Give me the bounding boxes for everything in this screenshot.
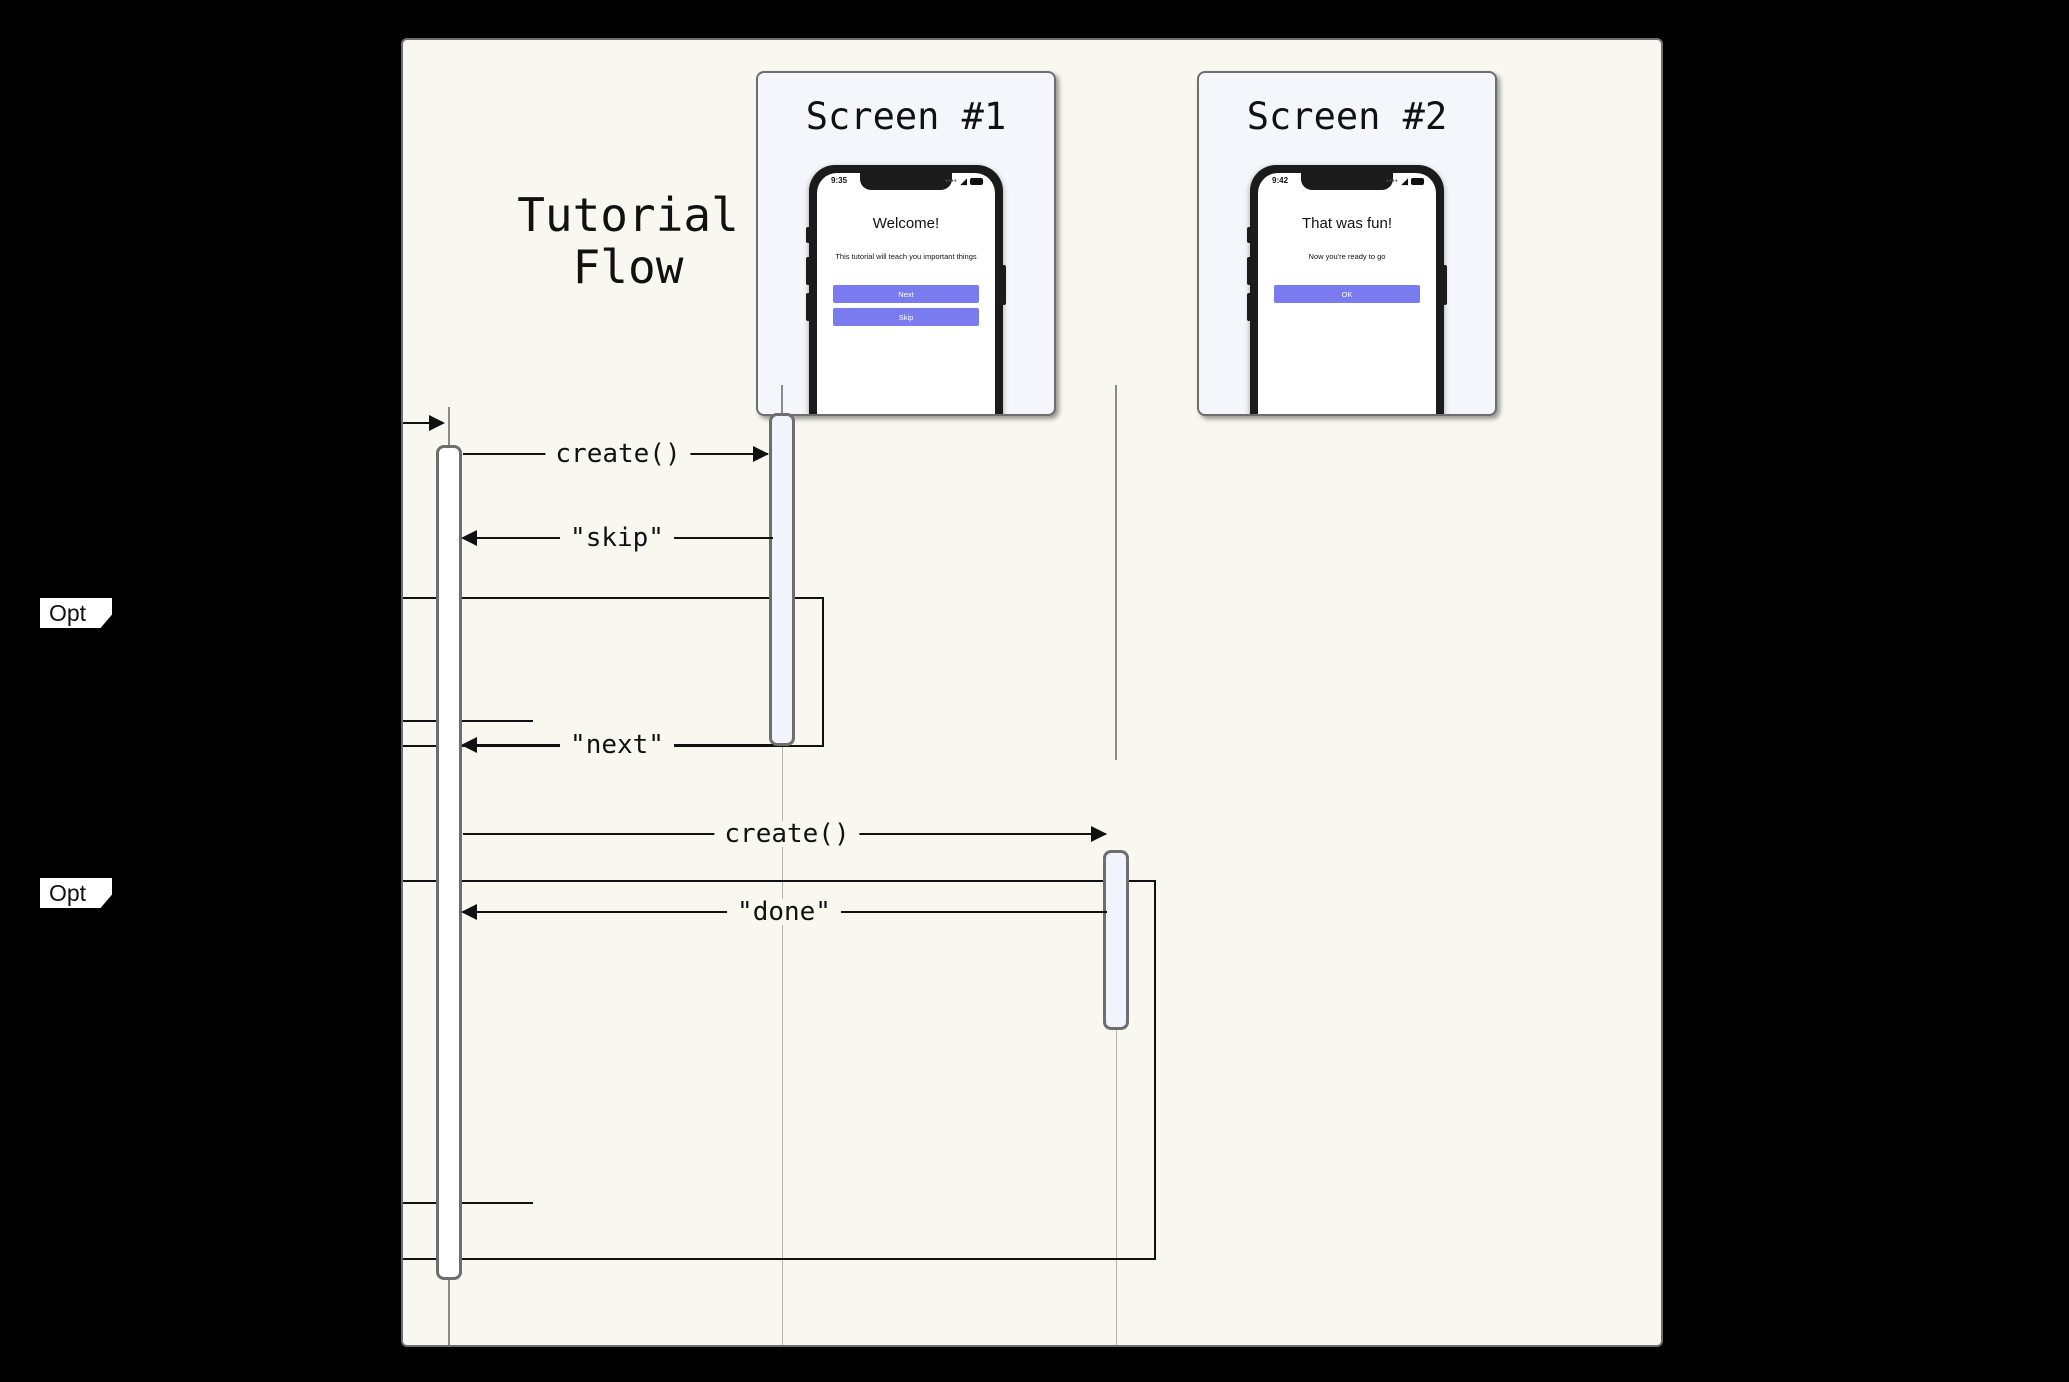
phone-screen-1: 9:35 •••• ◢ Welcome! This tutorial will …: [817, 173, 995, 414]
arrowhead-left-icon: [461, 737, 477, 753]
fragment-label-opt-1: Opt: [40, 598, 113, 628]
arrowhead-right-icon: [1091, 826, 1107, 842]
phone-volume-up-icon: [1247, 257, 1250, 285]
phone-mockup-screen-2: 9:42 •••• ◢ That was fun! Now you're rea…: [1247, 165, 1447, 414]
status-bar-screen-1: 9:35 •••• ◢: [817, 175, 995, 190]
ok-button[interactable]: OK: [1274, 285, 1420, 303]
participant-card-screen-1[interactable]: Screen #1 9:35 •••• ◢ Welcome! This tuto…: [756, 71, 1056, 416]
lifeline-screen-1-tail: [782, 745, 783, 1345]
fragment-opt-1: [403, 597, 824, 747]
arrowhead-left-icon: [461, 530, 477, 546]
message-entry-line: [403, 422, 436, 424]
lifeline-actor-stub: [448, 407, 450, 447]
screen-2-heading: That was fun!: [1301, 215, 1393, 232]
activation-bar-screen-1: [769, 413, 795, 746]
message-next: "next": [461, 732, 773, 758]
arrowhead-left-icon: [461, 904, 477, 920]
status-time-screen-1: 9:35: [831, 176, 848, 185]
battery-icon: [970, 178, 983, 185]
cellular-signal-icon: ••••: [1386, 178, 1399, 185]
screen-2-button-group: OK: [1274, 285, 1420, 303]
fragment-opt-2: [403, 880, 1156, 1260]
message-skip-label: "skip": [560, 525, 674, 551]
phone-volume-up-icon: [806, 257, 809, 285]
lifeline-actor-tail: [448, 1280, 450, 1345]
message-create-screen-2-label: create(): [714, 821, 860, 847]
status-bar-screen-2: 9:42 •••• ◢: [1258, 175, 1436, 190]
phone-power-icon: [1444, 265, 1447, 305]
phone-volume-down-icon: [806, 293, 809, 321]
message-skip: "skip": [461, 525, 773, 551]
arrowhead-right-icon: [753, 446, 769, 462]
activation-bar-screen-2: [1103, 850, 1129, 1030]
wifi-icon: ◢: [1401, 176, 1408, 186]
screen-1-subtitle: This tutorial will teach you important t…: [835, 252, 977, 261]
message-create-screen-1-label: create(): [545, 441, 691, 467]
phone-mute-switch-icon: [1247, 227, 1250, 243]
message-create-screen-1: create(): [463, 441, 773, 467]
status-icons-screen-1: •••• ◢: [945, 177, 983, 186]
participant-name-screen-1: Screen #1: [805, 95, 1007, 138]
message-create-screen-2: create(): [463, 821, 1111, 847]
phone-power-icon: [1003, 265, 1006, 305]
lifeline-screen-2-head: [1115, 385, 1117, 760]
phone-volume-down-icon: [1247, 293, 1250, 321]
cellular-signal-icon: ••••: [945, 178, 958, 185]
status-icons-screen-2: •••• ◢: [1386, 177, 1424, 186]
phone-mockup-screen-1: 9:35 •••• ◢ Welcome! This tutorial will …: [806, 165, 1006, 414]
phone-mute-switch-icon: [806, 227, 809, 243]
diagram-title: Tutorial Flow: [517, 188, 739, 294]
lifeline-screen-1-head: [781, 385, 783, 415]
message-done: "done": [461, 899, 1107, 925]
fragment-divider-line-1: [403, 720, 533, 722]
message-done-label: "done": [727, 899, 841, 925]
skip-button[interactable]: Skip: [833, 308, 979, 326]
participant-name-screen-2: Screen #2: [1246, 95, 1448, 138]
phone-screen-2: 9:42 •••• ◢ That was fun! Now you're rea…: [1258, 173, 1436, 414]
message-next-label: "next": [560, 732, 674, 758]
screen-1-button-group: Next Skip: [833, 285, 979, 326]
fragment-label-opt-2: Opt: [40, 878, 113, 908]
fragment-divider-line-2: [403, 1202, 533, 1204]
arrowhead-right-icon: [429, 415, 445, 431]
lifeline-screen-2-tail: [1116, 925, 1117, 1345]
wifi-icon: ◢: [960, 176, 967, 186]
status-time-screen-2: 9:42: [1272, 176, 1289, 185]
phone-notch-icon: [1301, 173, 1393, 190]
participant-card-screen-2[interactable]: Screen #2 9:42 •••• ◢ That was fun! Now …: [1197, 71, 1497, 416]
screen-1-heading: Welcome!: [872, 215, 940, 232]
battery-icon: [1411, 178, 1424, 185]
screen-2-subtitle: Now you're ready to go: [1308, 252, 1386, 261]
sequence-diagram-canvas: Tutorial Flow Screen #1 9:35 •••• ◢ Welc…: [401, 38, 1663, 1347]
phone-notch-icon: [860, 173, 952, 190]
activation-bar-actor: [436, 445, 462, 1280]
next-button[interactable]: Next: [833, 285, 979, 303]
message-entry: [403, 410, 449, 436]
